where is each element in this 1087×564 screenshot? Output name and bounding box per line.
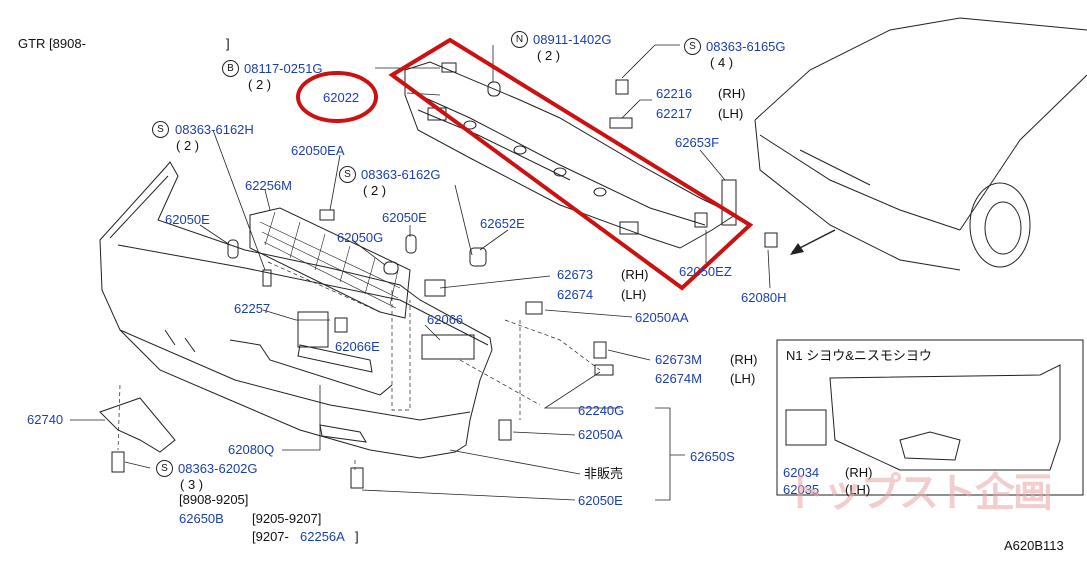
range-8908-9205: [8908-9205] bbox=[179, 492, 249, 507]
fastener-marks bbox=[111, 62, 778, 489]
bumper-intake-opening bbox=[229, 339, 393, 396]
side-62673: (RH) bbox=[621, 267, 649, 282]
part-62050g[interactable]: 62050G bbox=[337, 230, 384, 245]
inset-bumper bbox=[829, 364, 1061, 471]
callout-badge-s-6162h: S bbox=[152, 121, 169, 138]
part-62650b[interactable]: 62650B bbox=[179, 511, 224, 526]
range-9207-close: ] bbox=[355, 529, 359, 544]
model-range-label: GTR [8908- bbox=[18, 36, 86, 51]
car-wheel bbox=[969, 182, 1031, 268]
range-9205-9207: [9205-9207] bbox=[252, 511, 322, 526]
bumper-cover-outline bbox=[99, 161, 493, 459]
side-62674m: (LH) bbox=[730, 371, 756, 386]
qty-08363-6165g: ( 4 ) bbox=[710, 55, 734, 70]
direction-arrow-head bbox=[790, 243, 804, 255]
part-62256m[interactable]: 62256M bbox=[245, 178, 292, 193]
bumper-lower-slot bbox=[319, 424, 367, 443]
part-62022[interactable]: 62022 bbox=[323, 90, 360, 105]
part-62650s[interactable]: 62650S bbox=[690, 449, 735, 464]
part-08363-6162h[interactable]: 08363-6162H bbox=[175, 122, 254, 137]
part-62673[interactable]: 62673 bbox=[557, 267, 594, 282]
reinforcement-beam-face bbox=[411, 91, 706, 226]
inset-title: N1 シヨウ&ニスモシヨウ bbox=[786, 348, 932, 363]
under-cover-62740 bbox=[99, 397, 176, 453]
part-62216[interactable]: 62216 bbox=[656, 86, 693, 101]
part-08911-1402g[interactable]: 08911-1402G bbox=[533, 32, 612, 47]
callout-badge-b: B bbox=[222, 60, 239, 77]
part-62050e-bottom[interactable]: 62050E bbox=[578, 493, 623, 508]
part-62080q[interactable]: 62080Q bbox=[228, 442, 275, 457]
part-62674[interactable]: 62674 bbox=[557, 287, 594, 302]
part-62050ez[interactable]: 62050EZ bbox=[679, 264, 732, 279]
part-62050ea[interactable]: 62050EA bbox=[291, 143, 345, 158]
dashed-guides bbox=[117, 261, 601, 470]
side-62216: (RH) bbox=[718, 86, 746, 101]
callout-badge-n: N bbox=[511, 31, 528, 48]
duct-62034 bbox=[785, 409, 827, 446]
callout-badge-s-6162g: S bbox=[339, 166, 356, 183]
part-08363-6165g[interactable]: 08363-6165G bbox=[706, 39, 786, 54]
inset-frame bbox=[776, 339, 1084, 496]
part-62652e[interactable]: 62652E bbox=[480, 216, 525, 231]
part-62050a[interactable]: 62050A bbox=[578, 427, 623, 442]
qty-08363-6162g: ( 2 ) bbox=[363, 183, 387, 198]
side-62034: (RH) bbox=[845, 465, 873, 480]
not-for-sale-label: 非販売 bbox=[584, 466, 624, 481]
part-62050e-center[interactable]: 62050E bbox=[382, 210, 427, 225]
reinforcement-beam bbox=[404, 61, 737, 249]
model-range-close: ] bbox=[226, 36, 230, 51]
part-62066e[interactable]: 62066E bbox=[335, 339, 380, 354]
part-62035[interactable]: 62035 bbox=[783, 482, 820, 497]
part-08363-6162g[interactable]: 08363-6162G bbox=[361, 167, 441, 182]
range-9207-open: [9207- bbox=[252, 529, 289, 544]
side-62673m: (RH) bbox=[730, 352, 758, 367]
car-body bbox=[754, 17, 1087, 271]
qty-08117: ( 2 ) bbox=[248, 77, 272, 92]
side-62217: (LH) bbox=[718, 106, 744, 121]
part-62673m[interactable]: 62673M bbox=[655, 352, 702, 367]
leader-lines bbox=[70, 44, 836, 501]
part-62080h[interactable]: 62080H bbox=[741, 290, 787, 305]
side-62035: (LH) bbox=[845, 482, 871, 497]
diagram-code: A620B113 bbox=[1004, 538, 1064, 553]
callout-badge-s-6165: S bbox=[684, 38, 701, 55]
bumper-side-slit bbox=[164, 329, 196, 353]
qty-08363-6202g: ( 3 ) bbox=[180, 477, 204, 492]
highlight-box-reinforcement bbox=[388, 37, 754, 291]
grille-mesh bbox=[249, 207, 411, 319]
qty-08911: ( 2 ) bbox=[537, 48, 561, 63]
part-62653f[interactable]: 62653F bbox=[675, 135, 720, 150]
qty-08363-6162h: ( 2 ) bbox=[176, 138, 200, 153]
part-62240g[interactable]: 62240G bbox=[578, 403, 625, 418]
part-62740[interactable]: 62740 bbox=[27, 412, 64, 427]
part-62066[interactable]: 62066 bbox=[427, 312, 464, 327]
side-62674: (LH) bbox=[621, 287, 647, 302]
part-62034[interactable]: 62034 bbox=[783, 465, 820, 480]
part-62674m[interactable]: 62674M bbox=[655, 371, 702, 386]
part-08117-0251g[interactable]: 08117-0251G bbox=[244, 61, 323, 76]
highlight-circle-62022 bbox=[296, 71, 378, 123]
callout-badge-s-6202: S bbox=[156, 460, 173, 477]
part-62217[interactable]: 62217 bbox=[656, 106, 693, 121]
part-62050aa[interactable]: 62050AA bbox=[635, 310, 689, 325]
part-62050e-left[interactable]: 62050E bbox=[165, 212, 210, 227]
part-62257[interactable]: 62257 bbox=[234, 301, 271, 316]
watermark-logo: トップスト企画 bbox=[785, 469, 1053, 516]
part-08363-6202g[interactable]: 08363-6202G bbox=[178, 461, 258, 476]
beam-hole-right bbox=[619, 221, 639, 235]
bumper-lower-lip bbox=[119, 329, 471, 421]
part-62256a[interactable]: 62256A bbox=[300, 529, 345, 544]
